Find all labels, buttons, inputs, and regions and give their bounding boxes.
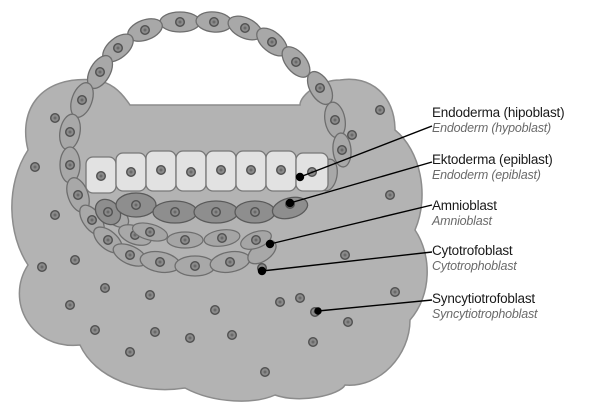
label-cytotrophoblast: Cytotrofoblast Cytotrophoblast — [432, 243, 517, 274]
label-sub: Endoderm (epiblast) — [432, 168, 553, 183]
label-endoderm-hypoblast: Endoderma (hipoblast) Endoderm (hypoblas… — [432, 105, 564, 136]
label-sub: Endoderm (hypoblast) — [432, 121, 564, 136]
label-sub: Amnioblast — [432, 214, 497, 229]
label-main: Endoderma (hipoblast) — [432, 105, 564, 121]
label-sub: Syncytiotrophoblast — [432, 307, 537, 322]
hypoblast-layer — [86, 151, 328, 193]
label-main: Ektoderma (epiblast) — [432, 152, 553, 168]
label-amnioblast: Amnioblast Amnioblast — [432, 198, 497, 229]
label-main: Cytotrofoblast — [432, 243, 517, 259]
label-main: Syncytiotrofoblast — [432, 291, 537, 307]
label-main: Amnioblast — [432, 198, 497, 214]
label-sub: Cytotrophoblast — [432, 259, 517, 274]
label-syncytiotrophoblast: Syncytiotrofoblast Syncytiotrophoblast — [432, 291, 537, 322]
label-ektoderm-epiblast: Ektoderma (epiblast) Endoderm (epiblast) — [432, 152, 553, 183]
